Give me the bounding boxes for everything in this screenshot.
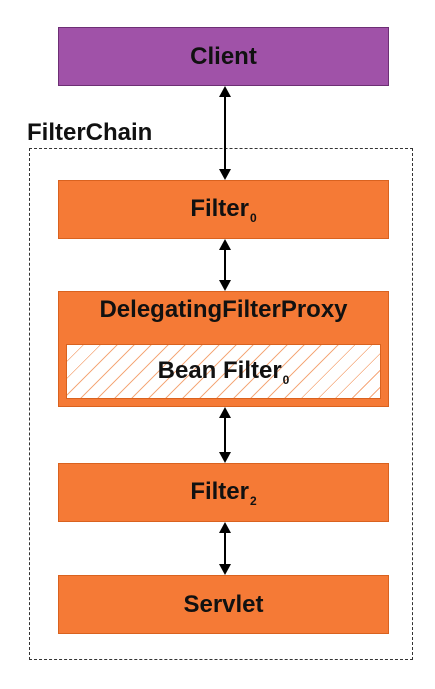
filter2-name: Filter xyxy=(190,477,249,505)
filter2-label: Filter2 xyxy=(190,478,256,508)
filter2-subscript: 2 xyxy=(250,493,257,508)
filter0-subscript: 0 xyxy=(250,210,257,225)
filter2-servlet-arrow xyxy=(219,522,231,575)
proxy-filter2-arrow xyxy=(219,407,231,463)
bean-filter-node: Bean Filter0 xyxy=(66,344,381,399)
filterchain-boundary xyxy=(29,148,413,660)
filterchain-label: FilterChain xyxy=(27,119,155,147)
bean-filter-label: Bean Filter0 xyxy=(158,357,290,387)
servlet-label: Servlet xyxy=(183,590,264,618)
filter0-name: Filter xyxy=(190,194,249,222)
client-label: Client xyxy=(190,42,257,70)
filter0-node: Filter0 xyxy=(58,180,389,239)
client-node: Client xyxy=(58,27,389,86)
filter0-label: Filter0 xyxy=(190,195,256,225)
bean-filter-subscript: 0 xyxy=(282,372,290,387)
delegating-filter-proxy-node: DelegatingFilterProxy Bean Filter0 xyxy=(58,291,389,407)
delegating-filter-proxy-label: DelegatingFilterProxy xyxy=(99,296,348,323)
bean-filter-name: Bean Filter xyxy=(157,356,282,384)
filter2-node: Filter2 xyxy=(58,463,389,522)
client-filter0-arrow xyxy=(219,86,231,180)
filter0-proxy-arrow xyxy=(219,239,231,291)
servlet-node: Servlet xyxy=(58,575,389,634)
